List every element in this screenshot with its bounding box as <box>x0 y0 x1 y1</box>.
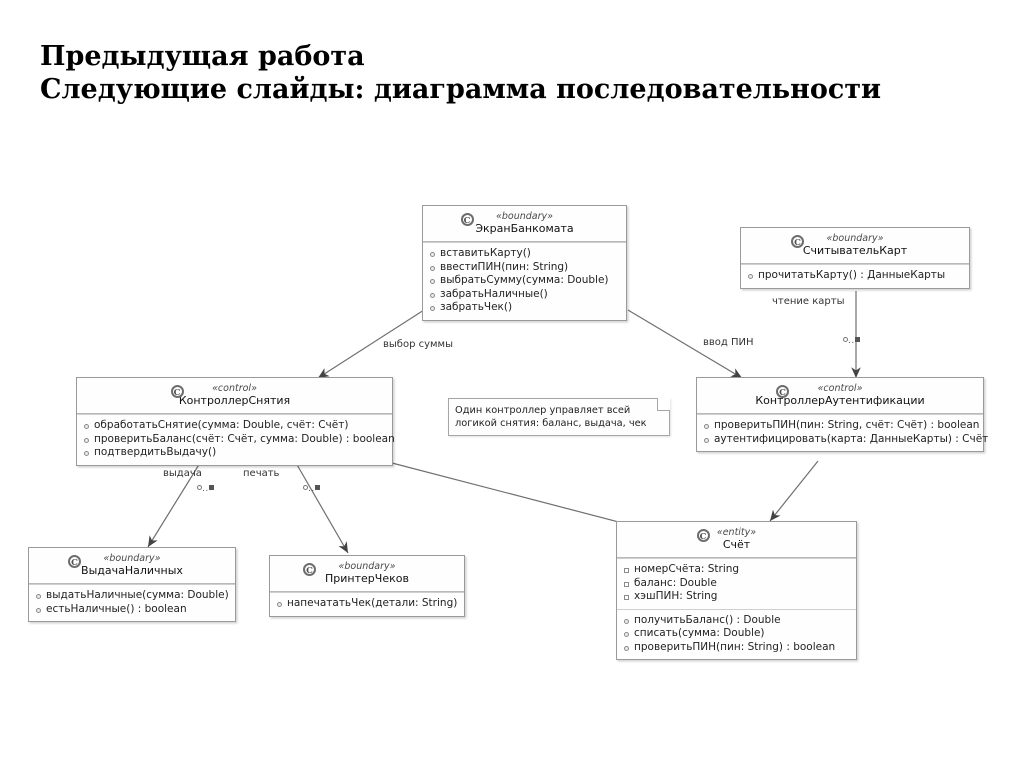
class-header-dispenser: C «boundary» ВыдачаНаличных <box>29 548 235 584</box>
method-row: прочитатьКарту() : ДанныеКарты <box>747 269 963 283</box>
class-box-dispenser[interactable]: C «boundary» ВыдачаНаличных выдатьНаличн… <box>28 547 236 622</box>
method-row: выдатьНаличные(сумма: Double) <box>35 589 229 603</box>
method-row: забратьЧек() <box>429 301 620 315</box>
method-row: ввестиПИН(пин: String) <box>429 261 620 275</box>
class-stereotype: «entity» <box>716 527 757 538</box>
hollow-diamond-icon <box>303 485 308 490</box>
class-box-withdrawctrl[interactable]: C «control» КонтроллерСнятия обработатьС… <box>76 377 395 466</box>
multiplicity-marker-card-read: .. <box>843 336 860 346</box>
class-header-cardreader: C «boundary» СчитывательКарт <box>741 228 969 264</box>
edge-label-print: печать <box>243 468 280 479</box>
filled-square-icon <box>854 337 860 342</box>
class-box-account[interactable]: C «entity» Счёт номерСчёта: String балан… <box>616 521 857 660</box>
class-name: КонтроллерАутентификации <box>755 394 925 407</box>
class-icon-circle-c: C <box>791 235 804 248</box>
class-methods-printer: напечататьЧек(детали: String) <box>270 593 464 616</box>
class-header-printer: C «boundary» ПринтерЧеков <box>270 556 464 592</box>
edge-withdrawctrl-to-dispenser <box>147 462 201 548</box>
class-name: ВыдачаНаличных <box>81 564 183 577</box>
class-header-screen: C «boundary» ЭкранБанкомата <box>423 206 626 242</box>
class-name: СчитывательКарт <box>802 244 908 257</box>
class-stereotype: «control» <box>817 383 863 394</box>
method-row: напечататьЧек(детали: String) <box>276 597 458 611</box>
class-name: Счёт <box>722 538 751 551</box>
class-icon-circle-c: C <box>460 213 474 226</box>
note-fold-corner <box>657 398 670 411</box>
method-row: списать(сумма: Double) <box>623 627 850 641</box>
class-stereotype: «boundary» <box>826 233 884 244</box>
method-row: обработатьСнятие(сумма: Double, счёт: Сч… <box>83 419 386 433</box>
note-line-2: логикой снятия: баланс, выдача, чек <box>455 418 647 429</box>
method-row: вставитьКарту() <box>429 247 620 261</box>
class-methods-cardreader: прочитатьКарту() : ДанныеКарты <box>741 265 969 288</box>
class-stereotype: «boundary» <box>496 211 553 222</box>
method-row: получитьБаланс() : Double <box>623 614 850 628</box>
class-stereotype: «boundary» <box>338 561 396 572</box>
method-row: проверитьБаланс(счёт: Счёт, сумма: Doubl… <box>83 433 395 447</box>
divider <box>77 414 392 415</box>
method-row: проверитьПИН(пин: String) : boolean <box>623 641 850 655</box>
hollow-diamond-icon <box>197 485 202 490</box>
filled-square-icon <box>314 485 320 490</box>
class-header-account: C «entity» Счёт <box>617 522 856 558</box>
class-icon-circle-c: C <box>68 555 81 568</box>
divider <box>423 242 626 243</box>
edge-label-sum-choice: выбор суммы <box>383 339 453 350</box>
class-name: КонтроллерСнятия <box>178 394 291 407</box>
class-icon-circle-c: C <box>303 563 316 576</box>
edge-screen-to-withdrawctrl <box>317 309 425 379</box>
class-methods-account: получитьБаланс() : Double списать(сумма:… <box>617 610 856 660</box>
method-row: проверитьПИН(пин: String, счёт: Счёт) : … <box>703 419 979 433</box>
edge-authctrl-to-account <box>769 460 819 522</box>
class-box-cardreader[interactable]: C «boundary» СчитывательКарт прочитатьКа… <box>740 227 970 289</box>
attribute-row: номерСчёта: String <box>623 563 850 577</box>
filled-square-icon <box>208 485 214 490</box>
page-title: Предыдущая работа Следующие слайды: диаг… <box>40 40 1000 106</box>
hollow-diamond-icon <box>843 337 848 342</box>
class-attributes-account: номерСчёта: String баланс: Double хэшПИН… <box>617 559 856 609</box>
method-row: подтвердитьВыдачу() <box>83 446 386 460</box>
class-icon-circle-c: C <box>776 385 789 398</box>
edge-withdrawctrl-to-printer <box>295 462 349 554</box>
note-line-1: Один контроллер управляет всей <box>455 405 631 416</box>
method-row: выбратьСумму(сумма: Double) <box>429 274 620 288</box>
divider <box>617 558 856 559</box>
method-row: забратьНаличные() <box>429 288 620 302</box>
class-methods-authctrl: проверитьПИН(пин: String, счёт: Счёт) : … <box>697 415 988 451</box>
diagram-note: Один контроллер управляет всей логикой с… <box>448 398 670 436</box>
class-box-screen[interactable]: C «boundary» ЭкранБанкомата вставитьКарт… <box>422 205 627 321</box>
attribute-row: баланс: Double <box>623 577 850 591</box>
class-box-printer[interactable]: C «boundary» ПринтерЧеков напечататьЧек(… <box>269 555 465 617</box>
attribute-row: хэшПИН: String <box>623 590 850 604</box>
class-icon-circle-c: C <box>170 385 184 398</box>
method-row: аутентифицировать(карта: ДанныеКарты) : … <box>703 433 988 447</box>
divider <box>741 264 969 265</box>
class-methods-dispenser: выдатьНаличные(сумма: Double) естьНаличн… <box>29 585 235 621</box>
edge-label-pin-entry: ввод ПИН <box>703 337 754 348</box>
edge-label-card-read: чтение карты <box>772 296 845 307</box>
class-name: ПринтерЧеков <box>325 572 409 585</box>
edge-label-dispense: выдача <box>163 468 202 479</box>
class-icon-circle-c: C <box>696 529 710 542</box>
title-line-2: Следующие слайды: диаграмма последовател… <box>40 74 882 105</box>
method-row: естьНаличные() : boolean <box>35 603 229 617</box>
class-methods-withdrawctrl: обработатьСнятие(сумма: Double, счёт: Сч… <box>77 415 395 465</box>
divider <box>617 608 856 610</box>
class-header-authctrl: C «control» КонтроллерАутентификации <box>697 378 983 414</box>
class-methods-screen: вставитьКарту() ввестиПИН(пин: String) в… <box>423 243 626 320</box>
title-line-1: Предыдущая работа <box>40 41 365 72</box>
divider <box>29 584 235 585</box>
multiplicity-marker-print: .. <box>303 484 320 494</box>
class-header-withdrawctrl: C «control» КонтроллерСнятия <box>77 378 392 414</box>
class-name: ЭкранБанкомата <box>475 222 574 235</box>
class-box-authctrl[interactable]: C «control» КонтроллерАутентификации про… <box>696 377 988 452</box>
divider <box>697 414 983 415</box>
multiplicity-marker-dispense: .. <box>197 484 214 494</box>
edge-screen-to-authctrl <box>627 309 743 379</box>
divider <box>270 592 464 593</box>
class-stereotype: «control» <box>212 383 257 394</box>
class-stereotype: «boundary» <box>103 553 161 564</box>
